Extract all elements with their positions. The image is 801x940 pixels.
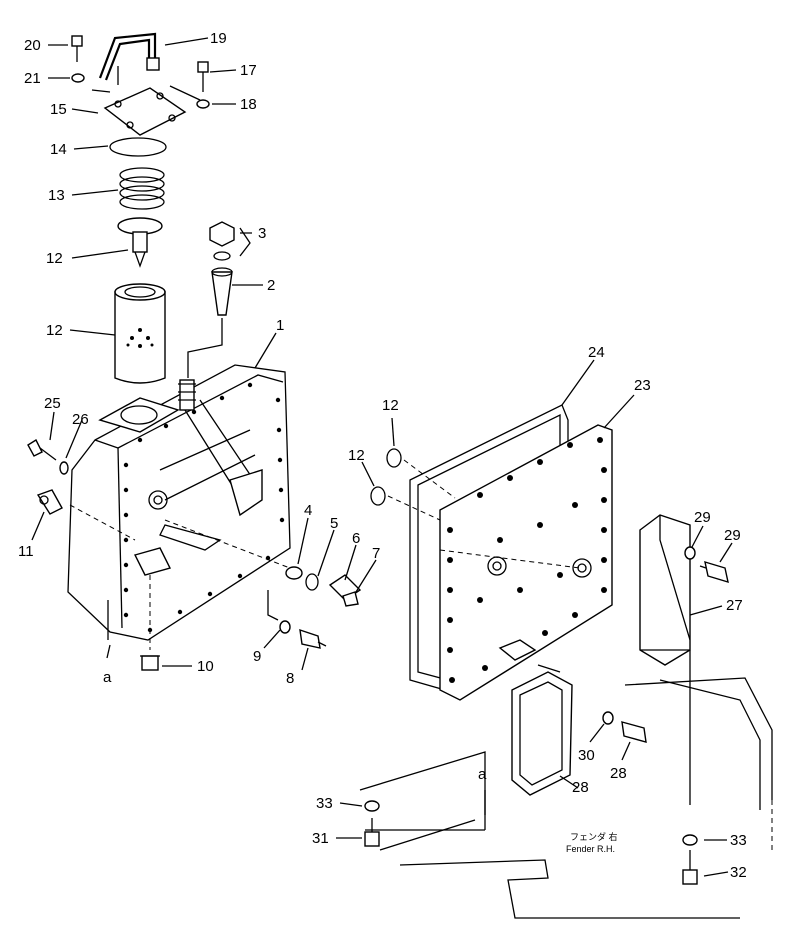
callout-29-right: 29 (724, 527, 741, 544)
callout-7: 7 (372, 545, 380, 562)
callout-5: 5 (330, 515, 338, 532)
fender-label-jp: フェンダ 右 (570, 831, 618, 842)
callout-32: 32 (730, 864, 747, 881)
callout-26: 26 (72, 411, 89, 428)
callout-labels: 20 21 15 14 13 12 12 19 17 18 3 2 1 25 2… (18, 30, 747, 881)
hydraulic-tank (67, 364, 296, 650)
callout-1: 1 (276, 317, 284, 334)
ref-mark-a-right: a (478, 766, 487, 783)
callout-6: 6 (352, 530, 360, 547)
callout-20: 19 (210, 30, 227, 47)
callout-17: 15 (50, 101, 67, 118)
callout-21: 20 (24, 37, 41, 54)
tank-fittings (27, 438, 362, 671)
cover-assembly (359, 404, 773, 919)
callout-30-left: 30 (578, 747, 595, 764)
callout-30-right: 29 (694, 509, 711, 526)
callout-22: 21 (24, 70, 41, 87)
callout-28: 28 (572, 779, 589, 796)
callout-25: 25 (44, 395, 61, 412)
callout-10: 10 (197, 658, 214, 675)
callout-leaders (31, 37, 733, 877)
tank-flange-bolts (123, 382, 285, 633)
callout-2: 2 (267, 277, 275, 294)
callout-15: 13 (48, 187, 65, 204)
spring (119, 167, 165, 210)
callout-33-right: 33 (730, 832, 747, 849)
callout-19: 18 (240, 96, 257, 113)
callout-12-bottom: 12 (348, 447, 365, 464)
callout-24: 24 (588, 344, 605, 361)
ref-mark-a-left: a (103, 669, 112, 686)
fender-label: Fender R.H. (566, 844, 615, 854)
callout-23: 23 (634, 377, 651, 394)
plate-bolts (447, 437, 607, 683)
callout-8: 8 (286, 670, 294, 687)
callout-33-left: 33 (316, 795, 333, 812)
callout-27: 27 (726, 597, 743, 614)
callout-4: 4 (304, 502, 312, 519)
callout-18: 17 (240, 62, 257, 79)
callout-3: 3 (258, 225, 266, 242)
callout-29-left: 28 (610, 765, 627, 782)
filter-parts (71, 32, 235, 384)
callout-14: 12 (46, 250, 63, 267)
callout-13: 12 (46, 322, 63, 339)
callout-11: 11 (18, 543, 34, 560)
element-holes (126, 328, 154, 348)
callout-31: 31 (312, 830, 329, 847)
callout-9: 9 (253, 648, 261, 665)
callout-12-top: 12 (382, 397, 399, 414)
callout-16: 14 (50, 141, 67, 158)
